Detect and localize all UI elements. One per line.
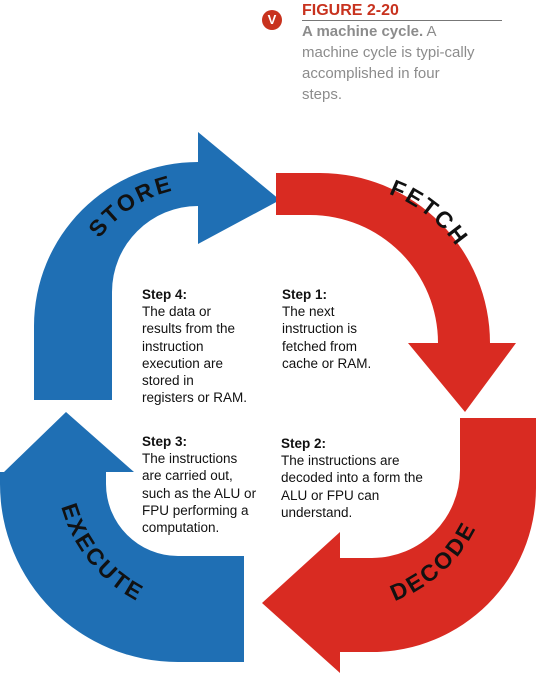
step-2-title: Step 2: <box>281 436 327 451</box>
step-2-body: The instructions are decoded into a form… <box>281 453 423 520</box>
step-3: Step 3: The instructions are carried out… <box>142 433 272 536</box>
step-1-body: The next instruction is fetched from cac… <box>282 304 372 371</box>
figure-description: A machine cycle is typi-cally accomplish… <box>302 23 475 103</box>
decode-arrow <box>262 418 536 673</box>
figure-text: A machine cycle. A machine cycle is typi… <box>302 21 482 105</box>
step-4-body: The data or results from the instruction… <box>142 304 248 406</box>
figure-badge-icon: V <box>262 10 282 30</box>
step-1-title: Step 1: <box>282 287 328 302</box>
step-2: Step 2: The instructions are decoded int… <box>281 435 461 521</box>
fetch-arrow <box>276 173 516 412</box>
step-1: Step 1: The next instruction is fetched … <box>282 286 442 372</box>
store-arrow <box>34 132 280 400</box>
execute-arrow <box>0 412 244 662</box>
figure-title: A machine cycle. <box>302 23 424 40</box>
step-3-body: The instructions are carried out, such a… <box>142 451 257 536</box>
figure-caption: V FIGURE 2-20 A machine cycle. A machine… <box>262 2 534 105</box>
step-3-title: Step 3: <box>142 434 188 449</box>
figure-number: FIGURE 2-20 <box>302 2 502 21</box>
step-4: Step 4: The data or results from the ins… <box>142 286 272 406</box>
step-4-title: Step 4: <box>142 287 188 302</box>
